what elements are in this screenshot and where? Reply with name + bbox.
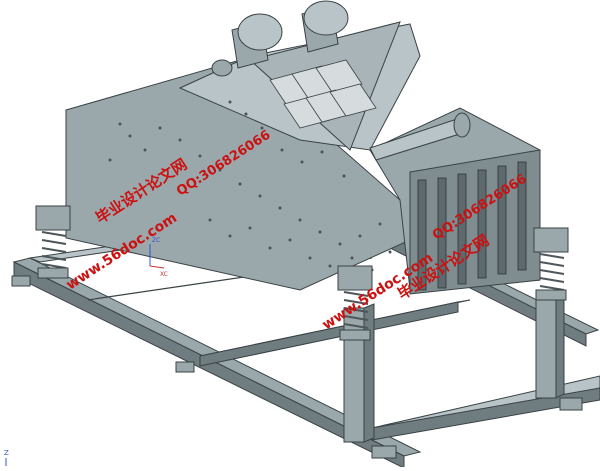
triad-xc-label: XC: [160, 271, 168, 278]
vibration-motors: [211, 0, 349, 77]
spring-supports: [35, 205, 569, 341]
screen-body: [65, 21, 541, 295]
coordinate-triad: ZC XC Z: [4, 237, 168, 466]
corner-axis-label: Z: [4, 449, 9, 457]
triad-zc-label: ZC: [152, 237, 160, 244]
